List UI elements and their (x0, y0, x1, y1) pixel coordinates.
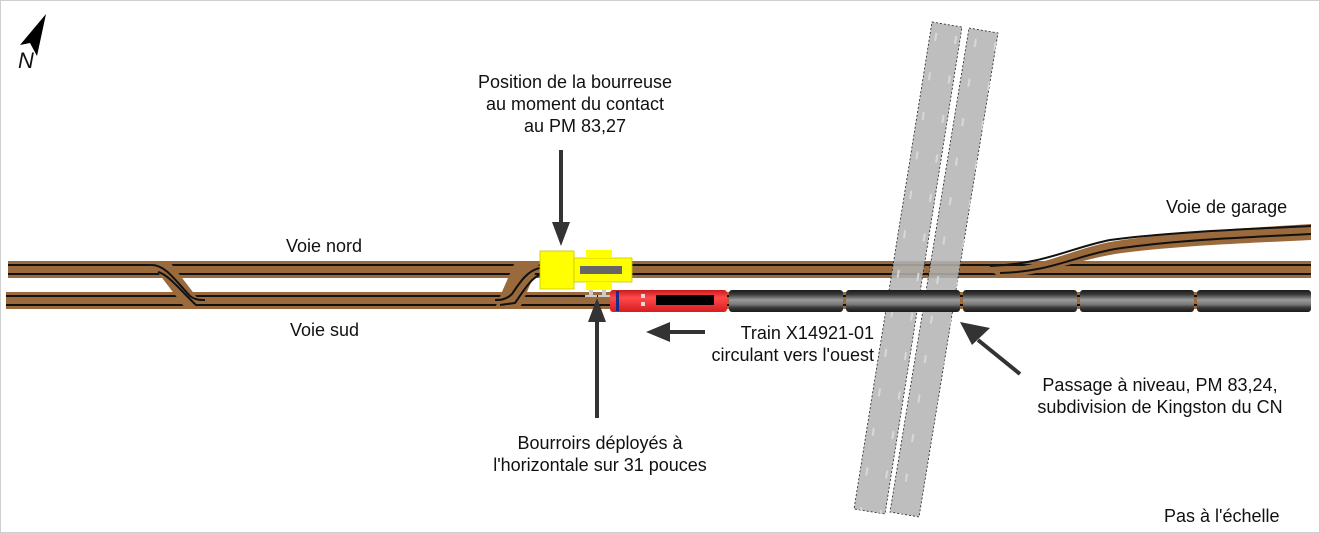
train-label: Train X14921-01 circulant vers l'ouest (650, 322, 874, 366)
arrow-tamping-tools (588, 298, 606, 418)
railcar (1197, 290, 1311, 312)
tamper-position-label: Position de la bourreuse au moment du co… (440, 71, 710, 137)
locomotive (610, 290, 727, 312)
railcar (963, 290, 1077, 312)
railcar (729, 290, 843, 312)
railcar (846, 290, 960, 312)
crossover-west (150, 262, 206, 308)
tamping-tools-line-2: l'horizontale sur 31 pouces (493, 455, 707, 475)
train-x14921-01 (610, 290, 1311, 312)
crossing-label-line-2: subdivision de Kingston du CN (1037, 397, 1283, 417)
north-track (8, 261, 1311, 278)
tamping-tools-label: Bourroirs déployés à l'horizontale sur 3… (450, 432, 750, 476)
crossover-east (494, 262, 541, 308)
tamper-position-line-1: Position de la bourreuse (477, 72, 673, 92)
siding-label: Voie de garage (1166, 197, 1288, 217)
train-label-line-2: circulant vers l'ouest (711, 345, 874, 365)
arrow-train-direction (646, 322, 705, 342)
tamping-tools (585, 290, 610, 297)
train-label-line-1: Train X14921-01 (740, 323, 874, 343)
north-arrow-icon (20, 14, 46, 56)
tamper-position-line-3: au PM 83,27 (523, 116, 627, 136)
tamping-tools-line-1: Bourroirs déployés à (517, 433, 683, 453)
tamper-machine (539, 250, 633, 290)
tamper-position-line-2: au moment du contact (485, 94, 665, 114)
railcar (1080, 290, 1194, 312)
crossing-label: Passage à niveau, PM 83,24, subdivision … (1000, 374, 1320, 418)
south-track-label: Voie sud (290, 320, 360, 340)
siding-track (989, 224, 1312, 278)
arrow-crossing (960, 322, 1022, 376)
scale-note: Pas à l'échelle (1164, 506, 1280, 526)
arrow-tamper-position (552, 150, 570, 246)
north-track-label: Voie nord (286, 236, 363, 256)
north-label: N (18, 48, 34, 73)
crossing-label-line-1: Passage à niveau, PM 83,24, (1042, 375, 1278, 395)
level-crossing-road (853, 21, 999, 518)
